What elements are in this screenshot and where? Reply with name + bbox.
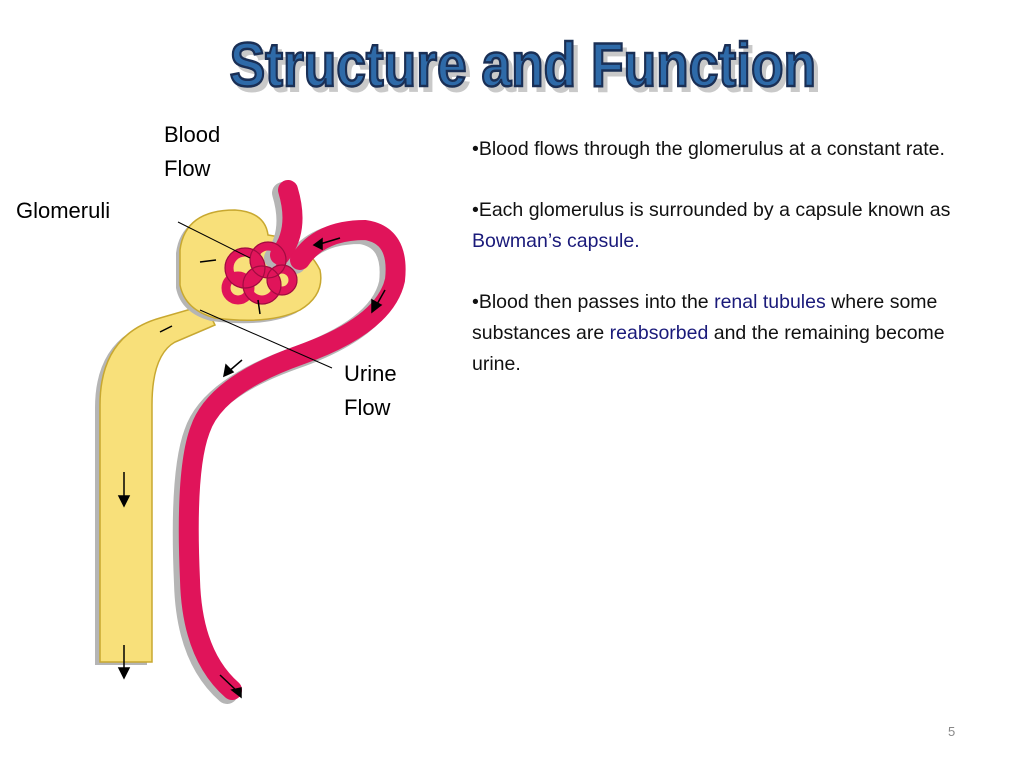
bullet-highlight-text: renal tubules — [714, 291, 826, 313]
slide-title: Structure and Function Structure and Fun… — [0, 18, 1024, 108]
efferent-vessel — [178, 219, 406, 700]
blood-exit-arrow-icon — [230, 687, 242, 699]
title-shadow: Structure and Function — [234, 36, 820, 105]
urine-exit-arrow-icon — [117, 667, 131, 680]
bullet-list: •Blood flows through the glomerulus at a… — [472, 134, 952, 410]
bullet-highlight-text: reabsorbed — [609, 322, 709, 344]
slide-title-art: Structure and Function Structure and Fun… — [229, 30, 822, 106]
blood-arrow-icon — [312, 237, 323, 251]
title-text: Structure and Function — [230, 31, 816, 100]
glomerulus-outline — [224, 241, 298, 305]
bullet-text: •Each glomerulus is surrounded by a caps… — [472, 199, 951, 221]
urine-flow-label-line1: Urine — [344, 361, 397, 386]
urine-arrow-icon — [117, 495, 131, 508]
bullet-text: •Blood flows through the glomerulus at a… — [472, 138, 945, 160]
blood-arrow-icon — [371, 298, 383, 314]
bullet-item: •Blood flows through the glomerulus at a… — [472, 134, 952, 165]
renal-tubule — [99, 304, 217, 663]
bullet-text: •Blood then passes into the — [472, 291, 715, 313]
glomeruli-label-text: Glomeruli — [16, 198, 111, 223]
bullet-text: where some substances are — [472, 291, 938, 344]
urine-flow-label: Urine Flow — [344, 357, 397, 425]
bullet-highlight-text: Bowman’s capsule. — [472, 230, 640, 252]
blood-flow-label-line1: Blood — [164, 122, 221, 147]
blood-arrow-icon — [223, 363, 235, 378]
bullet-text: and the remaining become urine. — [472, 322, 945, 375]
glomeruli-label: Glomeruli — [16, 194, 110, 228]
nephron-diagram: Blood Flow Glomeruli Urine Flow — [0, 110, 470, 710]
glomeruli-pointer-line — [177, 221, 251, 259]
urine-flow-pointer-line — [199, 309, 333, 369]
bullet-item: •Blood then passes into the renal tubule… — [472, 287, 952, 380]
glomerulus-tangle — [221, 241, 298, 305]
blood-flow-label-line2: Flow — [164, 156, 211, 181]
urine-flow-label-line2: Flow — [344, 395, 391, 420]
flow-arrows — [117, 237, 386, 699]
bullet-item: •Each glomerulus is surrounded by a caps… — [472, 195, 952, 257]
page-number: 5 — [948, 724, 956, 739]
nephron-illustration — [95, 180, 406, 704]
blood-flow-label: Blood Flow — [164, 118, 220, 186]
